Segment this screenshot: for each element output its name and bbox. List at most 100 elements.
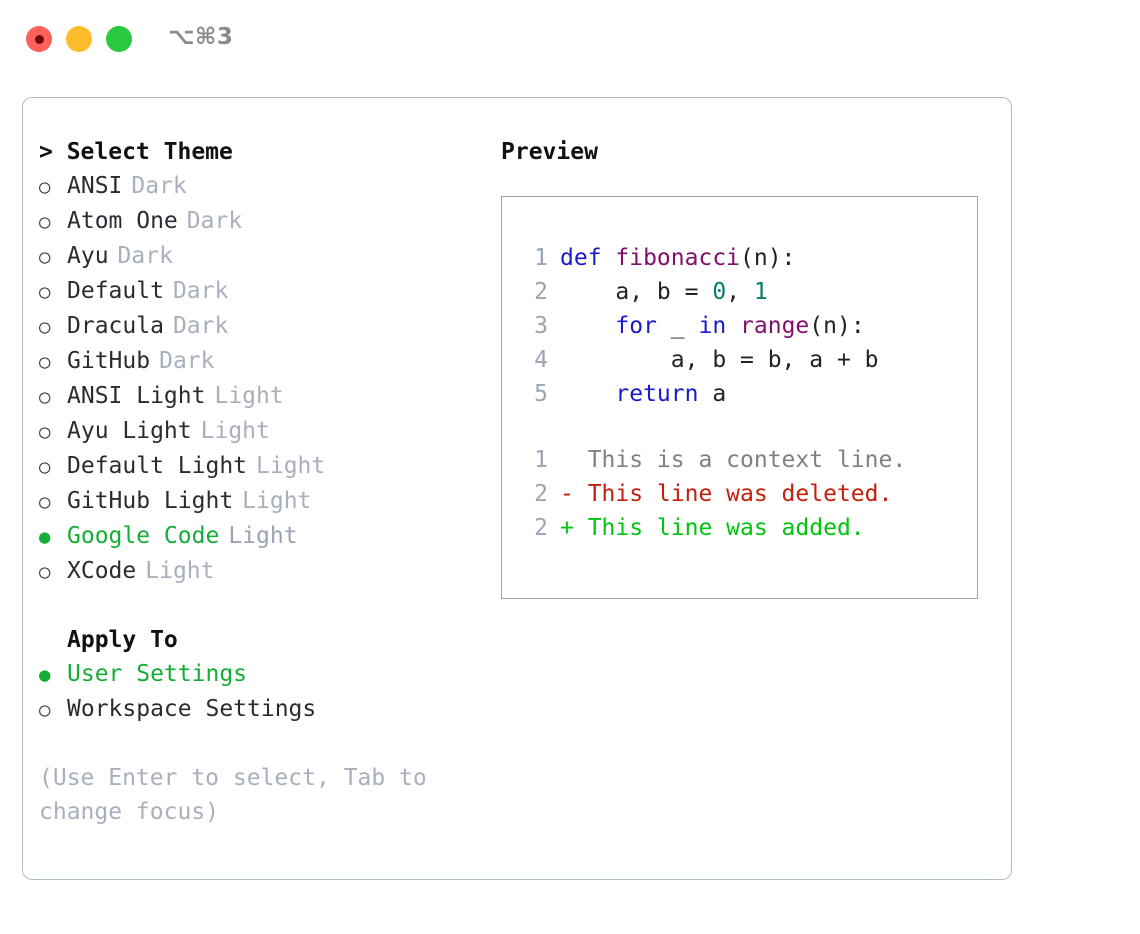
theme-option-kind: Light	[228, 523, 298, 549]
code-line-number: 1	[534, 245, 548, 271]
theme-option-kind: Light	[256, 453, 326, 479]
close-window-button[interactable]	[26, 26, 52, 52]
apply-to-header: Apply To	[67, 627, 178, 653]
code-token-kw: return	[560, 381, 699, 407]
code-token-fn: fibonacci	[615, 245, 741, 271]
code-token-plain: _	[656, 313, 699, 339]
code-line: 1 def fibonacci(n):	[502, 241, 977, 275]
diff-line-del: 2 - This line was deleted.	[502, 477, 977, 511]
theme-option-label: Ayu Light	[67, 418, 192, 444]
code-line-number: 2	[534, 279, 548, 305]
theme-option-kind: Light	[200, 418, 270, 444]
diff-line-text: This is a context line.	[560, 447, 907, 473]
list-spacer	[39, 589, 479, 623]
radio-selected-icon: ●	[39, 526, 51, 548]
code-line-number: 5	[534, 381, 548, 407]
theme-option-label: Google Code	[67, 523, 220, 549]
theme-option-kind: Dark	[159, 348, 215, 374]
code-token-kw: def	[560, 245, 616, 271]
code-token-kw: in	[698, 313, 741, 339]
diff-line-add: 2 + This line was added.	[502, 511, 977, 545]
code-token-plain: a	[698, 381, 727, 407]
diff-sample-block: 1 This is a context line. 2 - This line wa…	[502, 443, 977, 545]
keyboard-shortcut-label: ⌥⌘3	[168, 24, 234, 50]
theme-option-label: GitHub Light	[67, 488, 234, 514]
radio-unselected-icon: ○	[39, 316, 51, 338]
radio-unselected-icon: ○	[39, 281, 51, 303]
code-token-plain: a, b =	[560, 279, 713, 305]
diff-line-text: - This line was deleted.	[560, 481, 893, 507]
theme-option-kind: Light	[214, 383, 284, 409]
code-line-text: a, b = b, a + b	[560, 343, 879, 377]
radio-unselected-icon: ○	[39, 561, 51, 583]
radio-unselected-icon: ○	[39, 211, 51, 233]
apply-to-option-label: User Settings	[67, 661, 248, 687]
code-line-text: for _ in range(n):	[560, 309, 865, 343]
code-token-plain: ,	[726, 279, 754, 305]
code-token-fn: range	[740, 313, 810, 339]
code-token-kw: for	[560, 313, 657, 339]
title-bar: ⌥⌘3	[0, 0, 1140, 80]
apply-to-option-workspace-settings[interactable]: ○ Workspace Settings	[39, 692, 479, 727]
diff-line-number: 2	[534, 481, 548, 507]
theme-option-ansi-light[interactable]: ○ ANSI Light Light	[39, 379, 479, 414]
code-line-text: return a	[560, 377, 726, 411]
theme-option-label: ANSI Light	[67, 383, 206, 409]
diff-line-number: 2	[534, 515, 548, 541]
code-token-num: 0	[712, 279, 727, 305]
radio-selected-icon: ●	[39, 664, 51, 686]
theme-option-label: Ayu	[67, 243, 109, 269]
theme-option-label: GitHub	[67, 348, 151, 374]
maximize-window-button[interactable]	[106, 26, 132, 52]
code-line: 3 for _ in range(n):	[502, 309, 977, 343]
theme-option-kind: Dark	[172, 278, 229, 304]
radio-unselected-icon: ○	[39, 386, 51, 408]
diff-line-number: 1	[534, 447, 548, 473]
code-token-num: 1	[753, 279, 768, 305]
theme-option-label: Default Light	[67, 453, 248, 479]
radio-unselected-icon: ○	[39, 456, 51, 478]
theme-option-label: Atom One	[67, 208, 178, 234]
preview-title: Preview	[501, 139, 598, 165]
theme-option-kind: Dark	[172, 313, 229, 339]
code-line-text: a, b = 0, 1	[560, 275, 768, 309]
traffic-light-group	[26, 26, 132, 52]
radio-unselected-icon: ○	[39, 699, 51, 721]
code-token-plain: (n):	[809, 313, 865, 339]
theme-option-kind: Dark	[186, 208, 243, 234]
theme-option-google-code[interactable]: ● Google Code Light	[39, 519, 479, 554]
apply-to-option-list: ● User Settings ○ Workspace Settings	[39, 657, 479, 727]
theme-option-kind: Light	[242, 488, 312, 514]
theme-option-kind: Dark	[131, 173, 187, 199]
theme-option-kind: Dark	[117, 243, 173, 269]
theme-option-label: XCode	[67, 558, 137, 584]
code-line: 4 a, b = b, a + b	[502, 343, 977, 377]
apply-to-option-user-settings[interactable]: ● User Settings	[39, 657, 479, 692]
theme-option-default-light[interactable]: ○ Default Light Light	[39, 449, 479, 484]
code-line-number: 4	[534, 347, 548, 373]
code-token-plain: (n):	[740, 245, 796, 271]
code-line: 2 a, b = 0, 1	[502, 275, 977, 309]
theme-option-atom-one[interactable]: ○ Atom One Dark	[39, 204, 479, 239]
apply-to-option-label: Workspace Settings	[67, 696, 317, 722]
minimize-window-button[interactable]	[66, 26, 92, 52]
code-token-plain: a, b = b, a + b	[560, 347, 879, 373]
theme-option-ayu[interactable]: ○ Ayu Dark	[39, 239, 479, 274]
diff-line-text: + This line was added.	[560, 515, 865, 541]
theme-list-header: > Select Theme	[39, 139, 233, 165]
code-line: 5 return a	[502, 377, 977, 411]
radio-unselected-icon: ○	[39, 246, 51, 268]
